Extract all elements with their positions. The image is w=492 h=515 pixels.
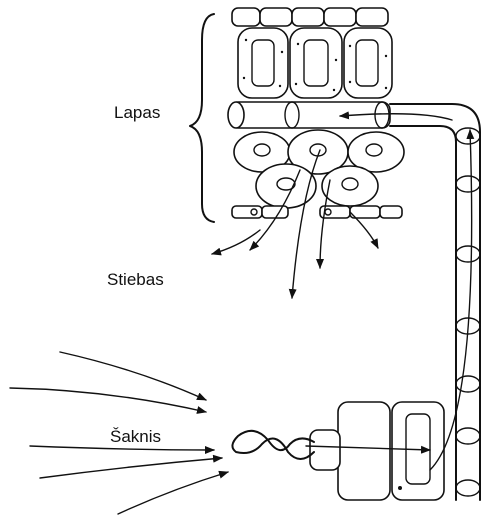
leaf-brace [190,14,214,222]
stem-xylem-rings [456,128,480,496]
leaf-palisade-cells [238,28,392,98]
root-cells [310,402,444,500]
leaf-spongy-cells [234,130,404,208]
leaf-upper-epidermis [232,8,388,26]
root-hair [232,431,314,459]
leaf-lower-epidermis [232,206,402,218]
stem-label: Stiebas [107,271,164,288]
root-label: Šaknis [110,428,161,445]
leaf-label: Lapas [114,104,160,121]
